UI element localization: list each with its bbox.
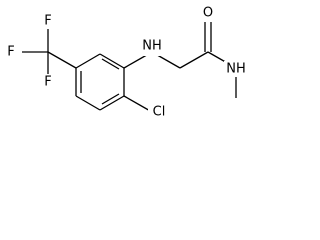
amide-oxygen-label: O: [203, 6, 213, 21]
ring-bond: [75, 53, 101, 69]
amine-nh-label: NH: [142, 39, 162, 54]
ring-bond: [75, 95, 101, 111]
fluorine-left-label: F: [7, 45, 14, 60]
ring-double-bond: [101, 93, 120, 105]
cf3-bond: [47, 51, 77, 69]
ch2-c-bond: [179, 51, 209, 69]
ccl-bond: [123, 95, 153, 113]
ring-bond: [99, 53, 125, 69]
atom-labels: F F F NH O NH Cl: [4, 5, 250, 121]
chlorine-label: Cl: [153, 105, 166, 120]
fluorine-bottom-label: F: [44, 75, 51, 90]
ring-bond: [99, 95, 125, 111]
fluorine-top-label: F: [44, 14, 51, 29]
bonds: [22, 22, 237, 113]
amide-nh-label: NH: [226, 62, 246, 77]
structure-diagram: F F F NH O NH Cl: [4, 5, 250, 121]
ring-double-bond: [101, 58, 120, 70]
